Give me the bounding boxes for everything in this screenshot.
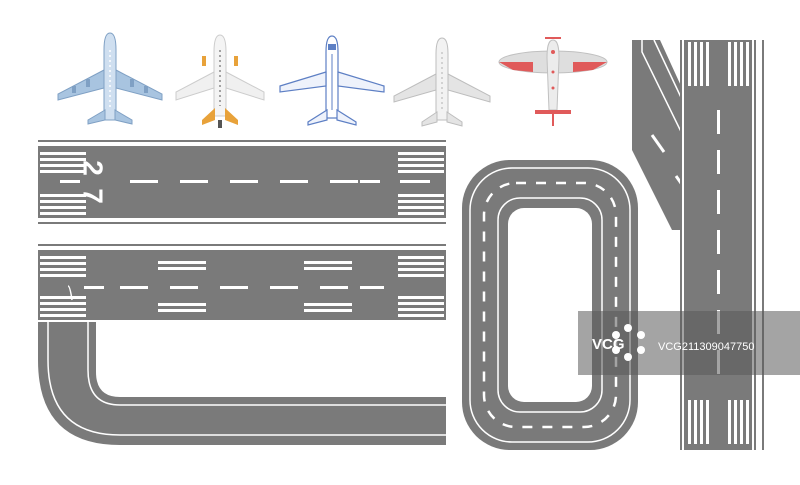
- runway-centerline: [130, 180, 380, 183]
- runway2-touchdown-marks: [158, 261, 352, 312]
- vertical-runway: [632, 39, 764, 450]
- vcg-logo-icon: [612, 324, 645, 361]
- watermark-code: VCG211309047750: [658, 341, 754, 353]
- vertical-threshold-top: [688, 42, 749, 86]
- runway-number-upper: 2: [78, 160, 109, 176]
- watermark-brand: VCG: [592, 336, 625, 353]
- runway-threshold-right: [398, 152, 444, 215]
- loop-taxiway: [462, 160, 638, 450]
- airliner-outline-icon: [279, 35, 385, 126]
- runway-27: 2 7: [38, 140, 446, 224]
- airliner-blue-icon: [57, 32, 163, 125]
- runway2-centerline: [84, 286, 384, 289]
- watermark: VCG VCG211309047750: [578, 311, 800, 375]
- airliner-orange-icon: [175, 34, 265, 128]
- prop-plane-red-icon: [498, 37, 608, 126]
- vertical-threshold-bottom: [688, 400, 749, 444]
- runway-with-taxiway: [38, 244, 446, 445]
- runway-number-lower: 7: [78, 188, 109, 204]
- runway2-threshold-left: [40, 256, 86, 317]
- runway-threshold-left: [40, 152, 86, 215]
- runway2-threshold-right: [398, 256, 444, 317]
- airliner-grey-icon: [393, 37, 491, 127]
